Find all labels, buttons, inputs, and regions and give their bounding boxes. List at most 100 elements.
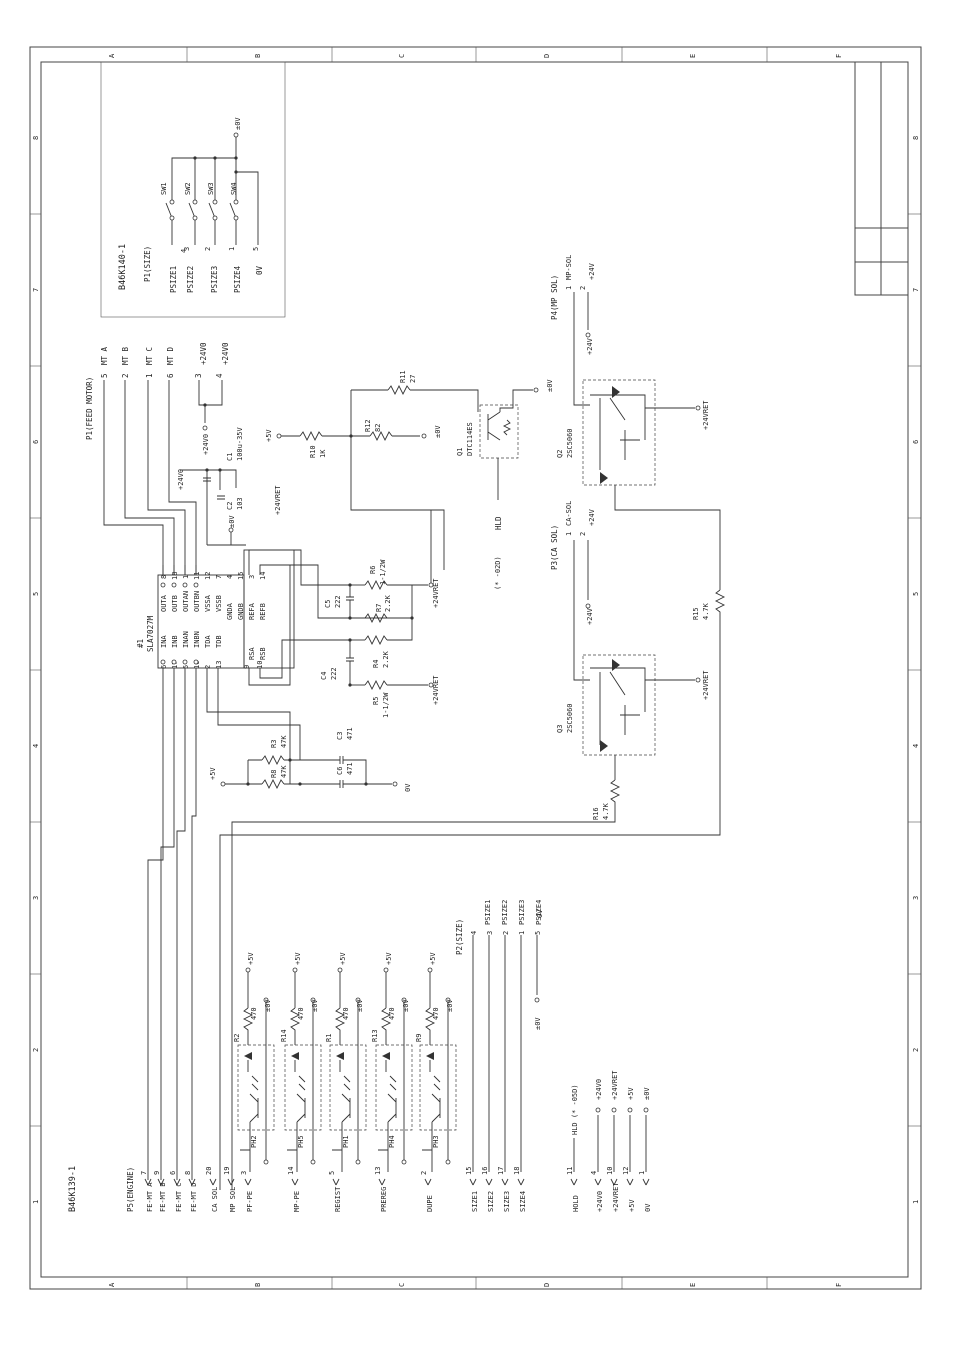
r8-ref: R8 xyxy=(270,770,278,778)
svg-text:+24V0: +24V0 xyxy=(202,434,210,455)
svg-text:2: 2 xyxy=(579,286,587,290)
r12-value: 82 xyxy=(374,424,382,432)
c3-ref: C3 xyxy=(336,732,344,740)
svg-text:6: 6 xyxy=(160,665,168,669)
svg-text:MT B: MT B xyxy=(121,346,130,365)
zone-number: 7 xyxy=(32,288,40,292)
q2-value: 2SC5060 xyxy=(566,428,574,458)
timing-network: +5V R3 47K R8 47K C3 471 C6 471 0V xyxy=(206,680,412,792)
c2-value: 103 xyxy=(236,497,244,510)
resistor-value: 470 xyxy=(250,1007,258,1020)
svg-text:MT A: MT A xyxy=(100,346,109,365)
zone-numbers-right: 1 2 3 4 5 6 7 8 xyxy=(912,136,920,1204)
r15-ref: R15 xyxy=(692,607,700,620)
svg-text:INBN: INBN xyxy=(193,631,201,648)
svg-text:3: 3 xyxy=(486,931,494,935)
svg-text:15: 15 xyxy=(237,572,245,580)
resistor-value: 470 xyxy=(342,1007,350,1020)
svg-text:MP-SOL: MP-SOL xyxy=(565,255,573,280)
p4-title: P4(MP SOL) xyxy=(550,275,559,320)
p5-pin-label: +24VRET xyxy=(612,1182,620,1212)
svg-text:10: 10 xyxy=(256,661,264,669)
connector-arrow xyxy=(244,1178,252,1186)
r11-value: 27 xyxy=(409,375,417,383)
svg-text:+24V: +24V xyxy=(586,607,594,625)
svg-text:CA-SOL: CA-SOL xyxy=(565,501,573,526)
svg-text:4: 4 xyxy=(215,373,224,378)
svg-text:0V: 0V xyxy=(536,909,544,918)
svg-text:+24V: +24V xyxy=(588,508,596,526)
p2-title: P2(SIZE) xyxy=(455,919,464,955)
connector-arrow xyxy=(501,1178,509,1186)
svg-text:HLD (* -05D): HLD (* -05D) xyxy=(571,1084,579,1135)
size-switch-board: P1(SIZE) PSIZE1 PSIZE2 PSIZE3 PSIZE4 0V … xyxy=(143,117,264,293)
p5-title: P5(ENGINE) xyxy=(126,1167,135,1212)
svg-text:14: 14 xyxy=(259,572,267,580)
p5-pin-label: SIZE1 xyxy=(471,1191,479,1212)
svg-text:7: 7 xyxy=(215,575,223,579)
sw2-label: SW2 xyxy=(184,182,192,195)
svg-text:MT D: MT D xyxy=(166,346,175,365)
r15-value: 4.7K xyxy=(702,602,710,620)
connector-arrow xyxy=(570,1178,578,1186)
supply-label: +5V xyxy=(339,952,347,965)
supply-decoupling: +24V0 C1 100u-35V C2 103 +24VRET ±0V xyxy=(177,426,282,546)
q3-ref: Q3 xyxy=(556,725,564,733)
svg-text:PSIZE4: PSIZE4 xyxy=(535,900,543,925)
connector-arrow xyxy=(485,1178,493,1186)
sw3-label: SW3 xyxy=(207,182,215,195)
c5-ref: C5 xyxy=(324,600,332,608)
svg-text:+5V: +5V xyxy=(265,429,273,442)
p1-motor-title: P1(FEED MOTOR) xyxy=(85,377,94,440)
svg-text:4: 4 xyxy=(226,575,234,579)
p5-pin-label: DUPE xyxy=(426,1195,434,1212)
resistor-ref: R13 xyxy=(371,1029,379,1042)
p5-pin-label: REGIST xyxy=(334,1186,342,1212)
sw1-label: SW1 xyxy=(160,182,168,195)
svg-text:+24V0: +24V0 xyxy=(177,469,185,490)
p1-size-title: P1(SIZE) xyxy=(143,246,152,282)
p5-pin-label: SIZE3 xyxy=(503,1191,511,1212)
supply-label: +5V xyxy=(294,952,302,965)
p5-pin-number: 19 xyxy=(223,1167,231,1175)
svg-text:VSSB: VSSB xyxy=(215,595,223,612)
connector-arrow xyxy=(173,1178,181,1186)
zone-number: 7 xyxy=(912,288,920,292)
size-connector-p2: P2(SIZE) 4 PSIZE1 3 PSIZE2 2 PSIZE3 1 PS… xyxy=(455,900,544,1172)
svg-text:+5V: +5V xyxy=(627,1087,635,1100)
motor-input-wire xyxy=(176,680,186,1180)
p5-pin-number: 17 xyxy=(497,1167,505,1175)
p3-title: P3(CA SOL) xyxy=(550,525,559,570)
svg-text:3: 3 xyxy=(183,247,191,251)
ground-label: ±0V xyxy=(356,999,364,1012)
p5-pin-label: SIZE4 xyxy=(519,1191,527,1212)
psize4-label: PSIZE4 xyxy=(233,265,242,293)
zone-number: 2 xyxy=(32,1048,40,1052)
svg-text:+24V0: +24V0 xyxy=(221,342,230,365)
svg-text:+24V: +24V xyxy=(588,262,596,280)
photo-sensor-ref: PH2 xyxy=(250,1135,258,1148)
r16-ref: R16 xyxy=(592,807,600,820)
svg-text:16: 16 xyxy=(193,661,201,669)
solenoid-driver-q3: P3(CA SOL) 1 CA-SOL 2 +24V +24V +24VRET … xyxy=(231,501,710,1190)
svg-text:18: 18 xyxy=(171,572,179,580)
svg-text:6: 6 xyxy=(166,373,175,378)
connector-arrow xyxy=(144,1178,152,1186)
p5-pin-number: 20 xyxy=(205,1167,213,1175)
connector-arrow xyxy=(227,1178,235,1186)
r7-ref: R7 xyxy=(375,604,383,612)
p5-pin-number: 5 xyxy=(328,1171,336,1175)
c5-value: 222 xyxy=(334,595,342,608)
p5-pin-label: MP SOL xyxy=(229,1187,237,1212)
svg-text:11: 11 xyxy=(193,572,201,580)
svg-text:+24VRET: +24VRET xyxy=(702,670,710,700)
p5-pin-number: 2 xyxy=(420,1171,428,1175)
ic1-pin-circles xyxy=(160,582,199,665)
r8-value: 47K xyxy=(280,765,288,778)
p5-pin-label: MP-PE xyxy=(293,1191,301,1212)
p5-pin-number: 13 xyxy=(374,1167,382,1175)
svg-text:2: 2 xyxy=(204,665,212,669)
